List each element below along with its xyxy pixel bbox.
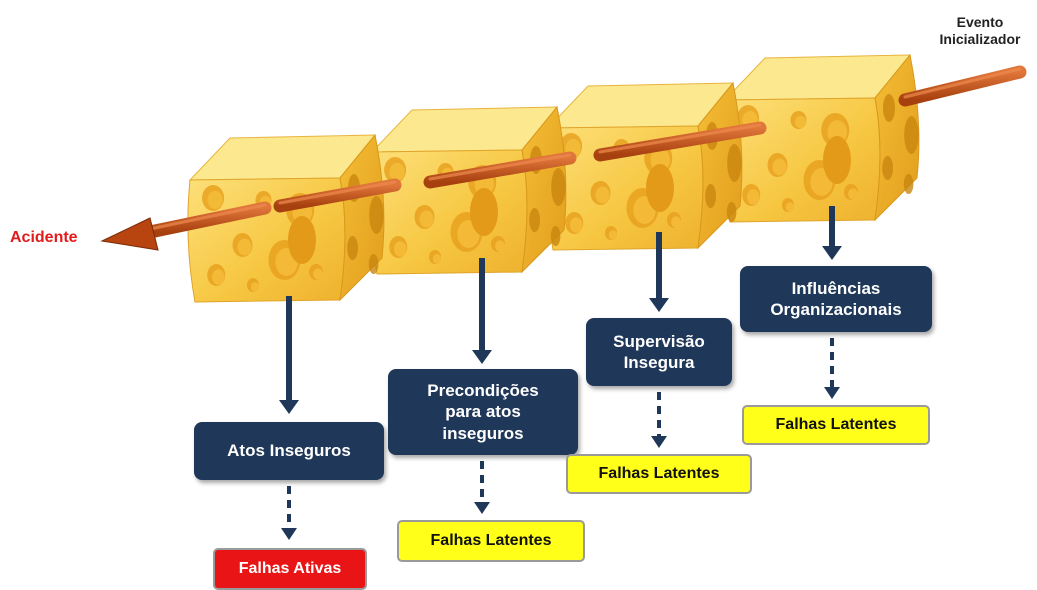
accident-label: Acidente — [10, 225, 105, 251]
layer-box-organizational-influences: Influências Organizacionais — [740, 266, 932, 332]
event-rod-start — [905, 72, 1020, 100]
layer-box-preconditions: Precondições para atos inseguros — [388, 369, 578, 455]
failure-badge-active: Falhas Ativas — [213, 548, 367, 590]
layer-box-unsafe-supervision: Supervisão Insegura — [586, 318, 732, 386]
cheese-slice-preconditions — [370, 107, 566, 274]
initiating-event-label: Evento Inicializador — [930, 10, 1030, 52]
cheese-slice-supervision — [546, 83, 742, 250]
cheese-slice-organizational — [723, 55, 919, 222]
accident-arrowhead — [102, 218, 158, 250]
failure-badge-latent-organizational: Falhas Latentes — [742, 405, 930, 445]
failure-badge-latent-supervision: Falhas Latentes — [566, 454, 752, 494]
layer-box-unsafe-acts: Atos Inseguros — [194, 422, 384, 480]
failure-badge-latent-preconditions: Falhas Latentes — [397, 520, 585, 562]
